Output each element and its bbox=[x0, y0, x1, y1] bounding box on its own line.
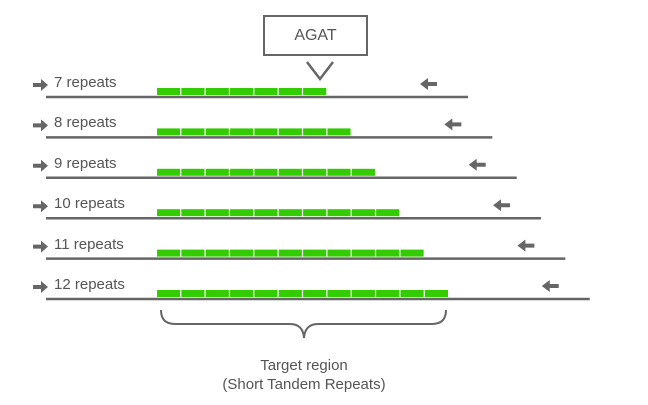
row-label: 8 repeats bbox=[54, 114, 117, 132]
repeat-unit bbox=[157, 88, 181, 95]
repeat-unit bbox=[424, 290, 448, 297]
repeat-unit bbox=[376, 290, 400, 297]
row-label: 11 repeats bbox=[54, 235, 124, 253]
repeat-unit bbox=[181, 249, 205, 257]
forward-primer-arrow-icon bbox=[33, 159, 48, 172]
repeat-unit bbox=[351, 290, 375, 297]
repeat-unit bbox=[157, 209, 181, 217]
repeat-unit bbox=[327, 209, 351, 217]
forward-primer-arrow-icon bbox=[33, 240, 48, 253]
caption-title: Target region bbox=[260, 357, 348, 374]
repeat-unit bbox=[205, 168, 229, 176]
repeat-unit bbox=[303, 128, 327, 136]
reverse-primer-arrow-icon bbox=[541, 280, 559, 292]
repeat-unit bbox=[157, 168, 181, 176]
caption-subtitle: (Short Tandem Repeats) bbox=[222, 376, 386, 393]
reverse-primer-arrow-icon bbox=[468, 158, 486, 171]
repeat-unit bbox=[254, 88, 278, 95]
repeat-unit bbox=[230, 168, 254, 176]
repeat-unit bbox=[278, 249, 302, 257]
repeat-unit bbox=[351, 209, 375, 217]
repeat-unit bbox=[327, 128, 351, 136]
repeat-unit bbox=[230, 249, 254, 257]
forward-primer-arrow-icon bbox=[33, 281, 48, 293]
target-region-brace bbox=[160, 309, 447, 339]
repeat-unit bbox=[303, 290, 327, 297]
repeat-unit bbox=[278, 209, 302, 217]
repeat-unit bbox=[230, 209, 254, 217]
repeat-unit bbox=[254, 209, 278, 217]
repeat-unit bbox=[351, 168, 375, 176]
forward-primer-arrow-icon bbox=[33, 79, 48, 91]
repeat-unit bbox=[254, 128, 278, 136]
repeat-unit bbox=[303, 249, 327, 257]
repeat-unit bbox=[157, 290, 181, 297]
repeat-unit bbox=[351, 249, 375, 257]
repeat-unit bbox=[327, 168, 351, 176]
repeat-unit bbox=[400, 249, 424, 257]
repeat-unit bbox=[327, 249, 351, 257]
repeat-unit bbox=[205, 290, 229, 297]
repeat-unit bbox=[181, 209, 205, 217]
repeat-unit bbox=[303, 168, 327, 176]
row-label: 7 repeats bbox=[54, 74, 117, 91]
motif-box: AGAT bbox=[263, 15, 368, 56]
repeat-unit bbox=[278, 88, 302, 95]
repeat-unit bbox=[230, 290, 254, 297]
repeat-unit bbox=[254, 249, 278, 257]
repeat-unit bbox=[205, 128, 229, 136]
repeat-unit bbox=[157, 249, 181, 257]
motif-pointer bbox=[306, 61, 334, 82]
forward-primer-arrow-icon bbox=[33, 200, 48, 213]
repeat-unit bbox=[327, 290, 351, 297]
row-label: 12 repeats bbox=[54, 276, 125, 293]
reverse-primer-arrow-icon bbox=[517, 239, 535, 252]
repeat-unit bbox=[254, 168, 278, 176]
repeat-unit bbox=[205, 249, 229, 257]
repeat-unit bbox=[400, 290, 424, 297]
repeat-unit bbox=[230, 128, 254, 136]
row-label: 9 repeats bbox=[54, 154, 117, 172]
repeat-unit bbox=[205, 88, 229, 95]
repeat-unit bbox=[181, 128, 205, 136]
repeat-unit bbox=[376, 249, 400, 257]
reverse-primer-arrow-icon bbox=[444, 118, 462, 131]
forward-primer-arrow-icon bbox=[33, 119, 48, 132]
repeat-unit bbox=[181, 168, 205, 176]
reverse-primer-arrow-icon bbox=[493, 199, 511, 212]
repeat-unit bbox=[303, 209, 327, 217]
repeat-unit bbox=[376, 209, 400, 217]
repeat-unit bbox=[157, 128, 181, 136]
repeat-unit bbox=[254, 290, 278, 297]
reverse-primer-arrow-icon bbox=[420, 78, 437, 90]
repeat-unit bbox=[181, 290, 205, 297]
repeat-unit bbox=[230, 88, 254, 95]
repeat-unit bbox=[278, 168, 302, 176]
repeat-unit bbox=[278, 290, 302, 297]
row-label: 10 repeats bbox=[54, 195, 125, 213]
repeat-unit bbox=[278, 128, 302, 136]
repeat-unit bbox=[205, 209, 229, 217]
repeat-unit bbox=[181, 88, 205, 95]
repeat-unit bbox=[303, 88, 327, 95]
